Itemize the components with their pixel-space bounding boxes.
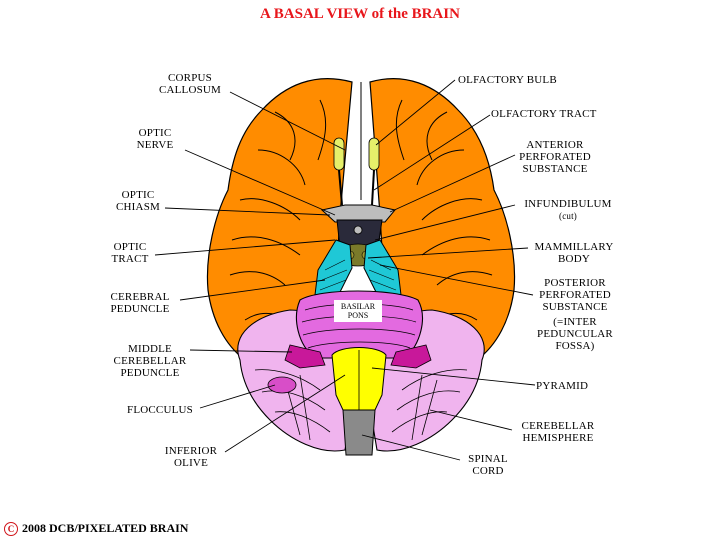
diagram-title: A BASAL VIEW of the BRAIN [260,6,460,22]
label-corpus-callosum-line1: CORPUS [168,72,212,84]
copyright-text: 2008 DCB/PIXELATED BRAIN [22,521,189,535]
label-infundibulum-text: INFUNDIBULUM [524,198,612,210]
label-flocculus-text: FLOCCULUS [127,404,193,416]
label-mcp-line2: CEREBELLAR [113,355,187,367]
label-olfactory-tract-text: OLFACTORY TRACT [491,108,597,120]
olfactory-bulb-left [333,137,345,171]
label-pps-note1: (=INTER [553,316,597,328]
label-spinal-cord: SPINAL CORD [456,453,520,477]
olfactory-bulb-right [368,137,380,171]
label-pyramid-text: PYRAMID [536,380,589,392]
label-olfactory-bulb: OLFACTORY BULB [458,74,557,86]
label-inferior-olive-line1: INFERIOR [164,445,218,457]
infundibulum-cut [353,225,363,235]
label-optic-nerve-line2: NERVE [136,139,174,151]
gyri-lines [229,82,493,321]
label-mammillary-body: MAMMILLARY BODY [526,241,622,265]
copyright-icon: C [4,521,18,536]
label-flocculus: FLOCCULUS [118,404,202,416]
label-anterior-perforated-substance: ANTERIOR PERFORATED SUBSTANCE [510,139,600,175]
label-optic-chiasm: OPTIC CHIASM [108,189,168,213]
label-pps-note3: FOSSA) [555,340,595,352]
label-pps-note2: PEDUNCULAR [537,328,613,340]
label-aps-line2: PERFORATED [519,151,591,163]
label-aps-line1: ANTERIOR [526,139,584,151]
label-inferior-olive-line2: OLIVE [174,457,208,469]
label-cerebral-peduncle: CEREBRAL PEDUNCLE [100,291,180,315]
cerebellar-folia [254,369,468,441]
label-corpus-callosum: CORPUS CALLOSUM [150,72,230,96]
right-cerebral-hemisphere [369,78,516,361]
optic-chiasm [320,204,396,223]
label-optic-chiasm-line1: OPTIC [121,189,155,201]
label-infundibulum: INFUNDIBULUM (cut) [515,198,621,222]
label-cerebral-peduncle-line2: PEDUNCLE [110,303,170,315]
olfactory-tract-right [371,169,375,206]
label-mcp-line3: PEDUNCLE [120,367,180,379]
label-olfactory-bulb-text: OLFACTORY BULB [458,74,557,86]
label-pyramid: PYRAMID [536,380,588,392]
label-basilar-pons: BASILAR PONS [333,302,383,320]
label-spinal-cord-line2: CORD [472,465,504,477]
label-cerebellar-hemisphere-line1: CEREBELLAR [521,420,595,432]
copyright-footer: C 2008 DCB/PIXELATED BRAIN [4,521,188,536]
label-mammillary-body-line1: MAMMILLARY [534,241,614,253]
label-spinal-cord-line1: SPINAL [468,453,508,465]
spinal-cord [342,409,376,456]
label-middle-cerebellar-peduncle: MIDDLE CEREBELLAR PEDUNCLE [105,343,195,379]
label-cerebellar-hemisphere: CEREBELLAR HEMISPHERE [510,420,606,444]
label-mcp-line1: MIDDLE [128,343,172,355]
leader-lines [154,79,536,461]
label-posterior-perforated-substance: POSTERIOR PERFORATED SUBSTANCE (=INTER P… [525,277,625,352]
label-cerebellar-hemisphere-line2: HEMISPHERE [522,432,594,444]
label-pps-line3: SUBSTANCE [542,301,608,313]
label-optic-nerve: OPTIC NERVE [125,127,185,151]
label-basilar-pons-line1: BASILAR [340,302,376,311]
label-pps-line1: POSTERIOR [544,277,606,289]
label-basilar-pons-line2: PONS [347,311,369,320]
label-inferior-olive: INFERIOR OLIVE [155,445,227,469]
label-mammillary-body-line2: BODY [558,253,590,265]
olfactory-tract-left [338,169,343,206]
label-olfactory-tract: OLFACTORY TRACT [491,108,597,120]
label-cerebral-peduncle-line1: CEREBRAL [110,291,170,303]
label-optic-tract-line2: TRACT [111,253,149,265]
label-infundibulum-note: (cut) [559,211,577,221]
label-corpus-callosum-line2: CALLOSUM [158,84,222,96]
label-optic-nerve-line1: OPTIC [138,127,172,139]
label-optic-tract: OPTIC TRACT [100,241,160,265]
label-aps-line3: SUBSTANCE [522,163,588,175]
label-pps-line2: PERFORATED [539,289,611,301]
label-optic-tract-line1: OPTIC [113,241,147,253]
label-optic-chiasm-line2: CHIASM [116,201,160,213]
middle-cerebellar-peduncle [284,344,326,369]
pons-label-box [334,300,382,322]
flocculus [267,376,297,394]
middle-cerebellar-peduncle-right [390,344,432,369]
basilar-pons [296,290,423,359]
